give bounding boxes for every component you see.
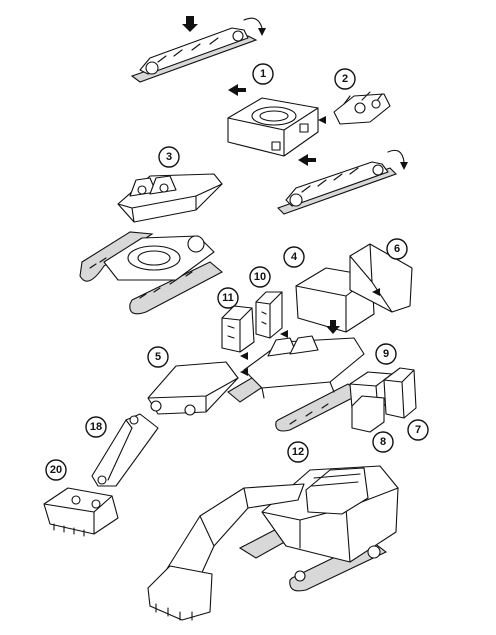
part-18-stick <box>91 413 159 487</box>
main-frame-assembly <box>227 330 365 432</box>
callout-1: 1 <box>252 63 274 85</box>
part-7-counterweight-panel <box>383 367 417 419</box>
callout-6-label: 6 <box>394 243 400 255</box>
part-3-upper-structure <box>117 173 223 223</box>
callout-2: 2 <box>334 68 356 90</box>
left-arrow-icon-2 <box>298 154 316 166</box>
callout-3: 3 <box>158 146 180 168</box>
left-arrow-icon <box>228 84 246 96</box>
callout-4-label: 4 <box>291 251 298 263</box>
callout-12: 12 <box>287 441 309 463</box>
rotate-arrow-icon-2 <box>387 149 405 163</box>
callout-5-label: 5 <box>155 351 161 363</box>
callout-18-label: 18 <box>90 421 102 433</box>
part-1-turntable <box>227 84 326 157</box>
part-2-bracket <box>333 91 391 125</box>
callout-6: 6 <box>386 238 408 260</box>
lower-carriage <box>79 231 223 315</box>
callout-11-label: 11 <box>222 292 234 304</box>
callout-7: 7 <box>407 419 429 441</box>
callout-3-label: 3 <box>166 151 172 163</box>
callout-10: 10 <box>249 266 271 288</box>
callout-9: 9 <box>375 343 397 365</box>
callout-10-label: 10 <box>254 271 266 283</box>
callout-11: 11 <box>217 287 239 309</box>
rotate-arrow-icon <box>243 17 263 29</box>
callout-4: 4 <box>283 246 305 268</box>
part-8-step-panel <box>351 395 385 433</box>
callout-8-label: 8 <box>380 436 386 448</box>
callout-20: 20 <box>45 459 67 481</box>
top-track-frame <box>130 16 266 83</box>
callout-9-label: 9 <box>383 348 389 360</box>
assembled-excavator <box>147 465 399 621</box>
callout-7-label: 7 <box>415 424 421 436</box>
second-track-frame <box>276 149 408 215</box>
down-arrow-icon <box>182 16 198 32</box>
callout-5: 5 <box>147 346 169 368</box>
part-10-valve-block <box>255 291 283 339</box>
part-11-valve-block <box>221 305 255 360</box>
part-20-bucket <box>43 487 119 537</box>
callout-8: 8 <box>372 431 394 453</box>
callout-20-label: 20 <box>50 464 62 476</box>
callout-1-label: 1 <box>260 68 266 80</box>
callout-12-label: 12 <box>292 446 304 458</box>
callout-2-label: 2 <box>342 73 348 85</box>
callout-18: 18 <box>85 416 107 438</box>
part-6-rear-panel <box>349 243 413 313</box>
part-5-boom-section <box>147 361 248 416</box>
